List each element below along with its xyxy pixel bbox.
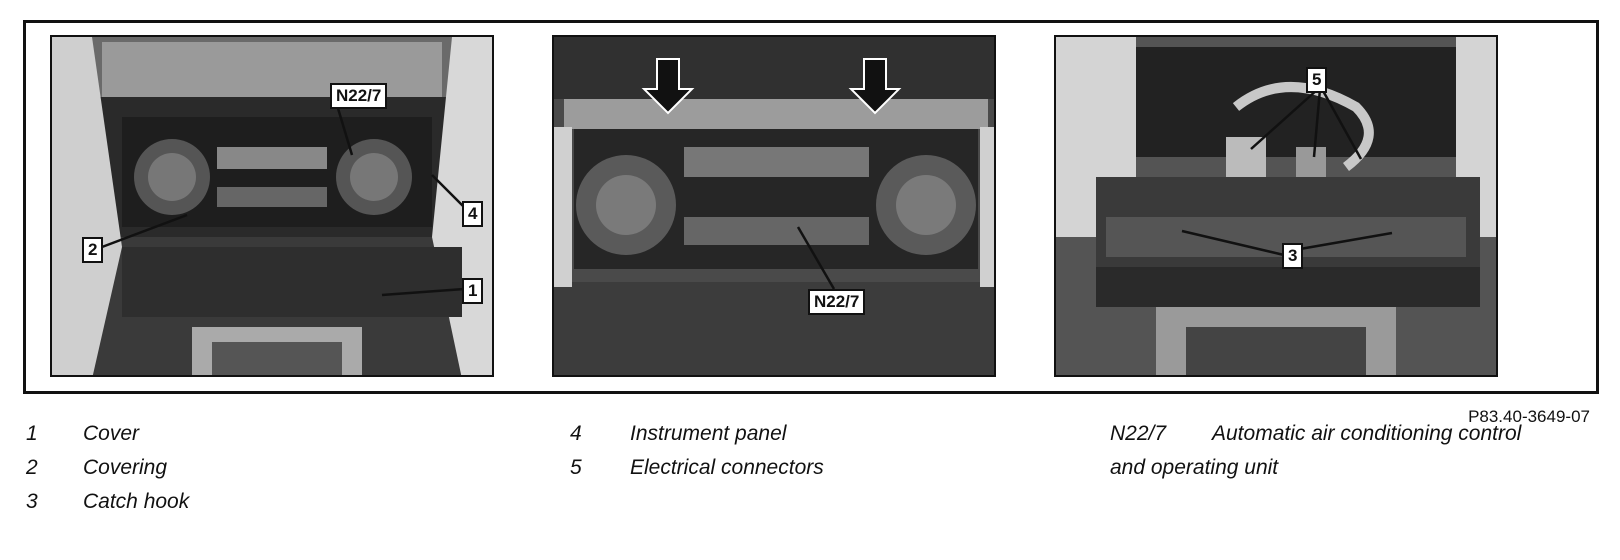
- callout-n22-7-photo-2: N22/7: [808, 289, 866, 315]
- legend-number: 2: [26, 456, 38, 479]
- callout-n22-7-photo-1: N22/7: [330, 83, 388, 109]
- legend-number: 5: [570, 456, 582, 479]
- legend-text: Automatic air conditioning control: [1212, 422, 1522, 445]
- photo-3-illustration: [1056, 37, 1496, 375]
- figure-frame: N22/7 4 2 1 N22/7: [23, 20, 1599, 394]
- legend-text: Covering: [83, 456, 168, 479]
- legend-number: 1: [26, 422, 38, 445]
- figure-reference: P83.40-3649-07: [1468, 407, 1590, 426]
- callout-2-photo-1: 2: [82, 237, 104, 263]
- legend-number: N22/7: [1110, 422, 1167, 445]
- photo-control-unit-installed: N22/7 4 2 1: [50, 35, 494, 377]
- photo-2-illustration: [554, 37, 994, 375]
- legend-text: and operating unit: [1110, 456, 1279, 479]
- legend-text: Instrument panel: [630, 422, 787, 445]
- callout-5-photo-3: 5: [1306, 67, 1328, 93]
- legend-text: Catch hook: [83, 490, 190, 513]
- legend-number: 4: [570, 422, 582, 445]
- callout-3-photo-3: 3: [1282, 243, 1304, 269]
- photo-control-unit-removed: 5 3: [1054, 35, 1498, 377]
- legend-number: 3: [26, 490, 38, 513]
- photo-1-illustration: [52, 37, 492, 375]
- legend-text: Cover: [83, 422, 140, 445]
- callout-1-photo-1: 1: [462, 278, 484, 304]
- callout-4-photo-1: 4: [462, 201, 484, 227]
- photo-control-unit-release: N22/7: [552, 35, 996, 377]
- legend-text: Electrical connectors: [630, 456, 824, 479]
